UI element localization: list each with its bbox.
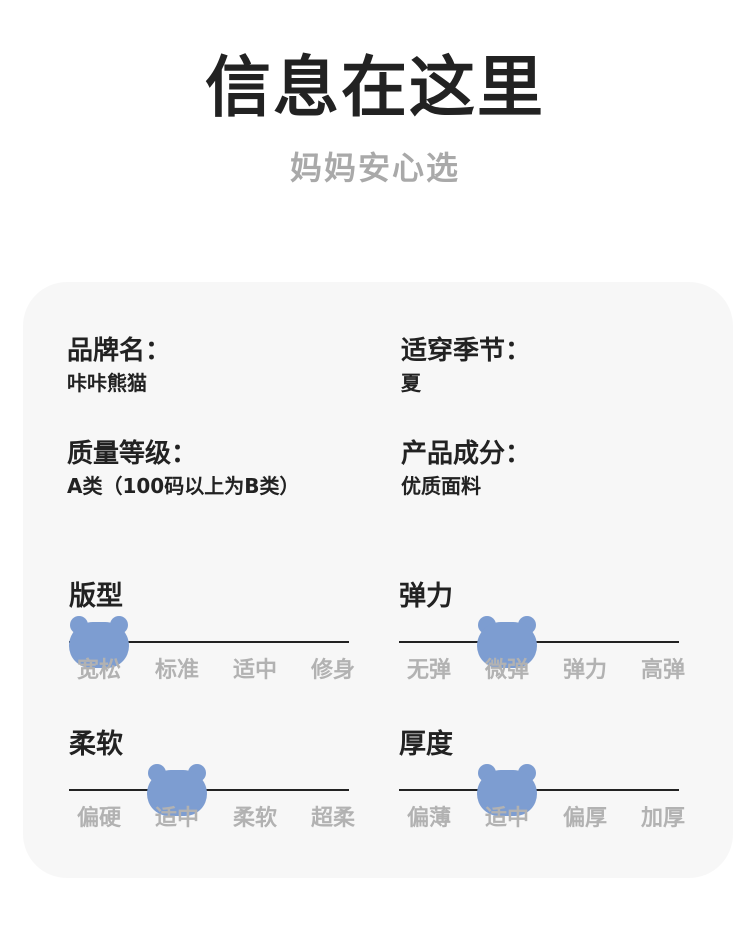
- material-label: 产品成分：: [401, 439, 532, 469]
- page-title: 信息在这里: [205, 49, 545, 126]
- season-info: 适穿季节： 夏: [401, 334, 531, 398]
- info-card: 品牌名： 咔咔熊猫 适穿季节： 夏 质量等级： A类（100码以上为B类） 产品…: [23, 282, 733, 878]
- softness-option-hard: 偏硬: [76, 806, 121, 831]
- fit-option-slim: 修身: [310, 658, 355, 683]
- softness-scale: 柔软 偏硬 适中 柔软 超柔: [69, 728, 359, 840]
- softness-option-moderate: 适中: [154, 806, 199, 831]
- elasticity-option-none: 无弹: [406, 658, 451, 683]
- thickness-option-thin: 偏薄: [406, 806, 451, 831]
- elasticity-scale: 弹力 无弹 微弹 弹力 高弹: [399, 580, 689, 692]
- elasticity-option-elastic: 弹力: [562, 658, 607, 683]
- fit-track: [69, 641, 349, 643]
- fit-title: 版型: [69, 581, 123, 612]
- bear-marker-icon: [147, 764, 207, 816]
- brand-label: 品牌名：: [67, 336, 172, 366]
- softness-option-soft: 柔软: [232, 806, 277, 831]
- season-label: 适穿季节：: [401, 336, 532, 366]
- bear-marker-icon: [477, 764, 537, 816]
- elasticity-title: 弹力: [399, 581, 453, 612]
- brand-info: 品牌名： 咔咔熊猫: [67, 334, 171, 398]
- quality-value: A类（100码以上为B类）: [67, 474, 300, 498]
- material-info: 产品成分： 优质面料: [401, 437, 531, 501]
- page-subtitle: 妈妈安心选: [289, 149, 460, 187]
- thickness-scale: 厚度 偏薄 适中 偏厚 加厚: [399, 728, 689, 840]
- thickness-track: [399, 789, 679, 791]
- thickness-option-moderate: 适中: [484, 806, 529, 831]
- elasticity-track: [399, 641, 679, 643]
- thickness-option-thick: 偏厚: [562, 806, 607, 831]
- fit-scale: 版型 宽松 标准 适中 修身: [69, 580, 359, 692]
- softness-title: 柔软: [69, 729, 123, 760]
- thickness-option-extra-thick: 加厚: [640, 806, 685, 831]
- fit-option-moderate: 适中: [232, 658, 277, 683]
- bear-marker-icon: [477, 616, 537, 668]
- season-value: 夏: [401, 371, 421, 395]
- fit-option-loose: 宽松: [76, 658, 121, 683]
- quality-label: 质量等级：: [67, 439, 198, 469]
- bear-marker-icon: [69, 616, 129, 668]
- elasticity-option-high: 高弹: [640, 658, 685, 683]
- softness-track: [69, 789, 349, 791]
- brand-value: 咔咔熊猫: [67, 371, 147, 395]
- quality-info: 质量等级： A类（100码以上为B类）: [67, 437, 299, 501]
- thickness-title: 厚度: [399, 729, 453, 760]
- softness-option-super-soft: 超柔: [310, 806, 355, 831]
- material-value: 优质面料: [401, 474, 481, 498]
- fit-option-standard: 标准: [154, 658, 199, 683]
- elasticity-option-slight: 微弹: [484, 658, 529, 683]
